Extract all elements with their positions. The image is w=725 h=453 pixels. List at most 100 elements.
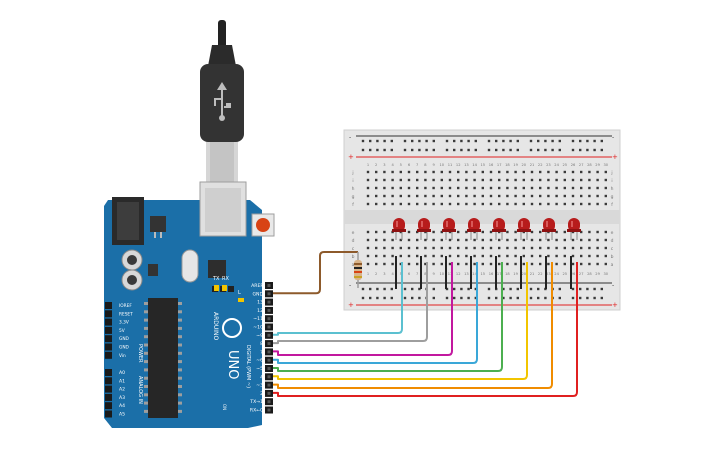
power-pin[interactable] <box>105 343 112 351</box>
column-number: 29 <box>595 163 600 167</box>
row-letter: f <box>352 202 354 208</box>
power-pin[interactable] <box>105 335 112 343</box>
row-letter: g <box>352 195 355 200</box>
row-letter: h <box>352 186 355 192</box>
analog-pin[interactable] <box>105 377 112 385</box>
rail-minus-label: - <box>612 282 614 289</box>
row-letter: g <box>611 195 614 200</box>
analog-pin[interactable] <box>105 369 112 376</box>
arduino-pcb <box>104 200 262 428</box>
wire-pin-9[interactable] <box>273 262 403 336</box>
column-number: 2 <box>375 163 377 167</box>
column-number: 22 <box>538 163 543 167</box>
column-number: 17 <box>497 272 502 276</box>
digital-pin-label: 12 <box>257 308 263 314</box>
rail-minus-label: - <box>349 282 351 289</box>
column-number: 21 <box>530 272 535 276</box>
row-letter: e <box>352 231 355 236</box>
digital-pin-label: ~6 <box>256 358 263 364</box>
tx-label: TX <box>212 276 220 282</box>
power-pin[interactable] <box>105 326 112 334</box>
column-number: 25 <box>563 272 568 276</box>
analog-pin-label: A3 <box>119 395 125 401</box>
column-number: 9 <box>432 272 435 276</box>
column-number: 12 <box>456 272 461 276</box>
analog-pin[interactable] <box>105 393 112 401</box>
column-number: 28 <box>587 163 592 167</box>
column-number: 25 <box>563 163 568 167</box>
column-number: 28 <box>587 272 592 276</box>
analog-pin-label: A2 <box>119 387 125 393</box>
digital-pin-label: RX←0 <box>250 408 263 414</box>
wire-pin-2[interactable] <box>273 262 578 397</box>
column-number: 16 <box>489 163 494 167</box>
power-pin[interactable] <box>105 302 112 309</box>
breadboard-jumpers <box>395 256 572 289</box>
column-number: 7 <box>416 163 418 167</box>
row-letter: e <box>611 231 614 236</box>
usb-cable-wire <box>218 20 226 48</box>
column-number: 5 <box>400 272 402 276</box>
wire-pin-3[interactable] <box>273 262 553 389</box>
column-number: 3 <box>383 163 385 167</box>
column-number: 23 <box>546 163 551 167</box>
column-number: 22 <box>538 272 543 276</box>
column-number: 21 <box>530 163 535 167</box>
model-label: UNO <box>225 350 240 379</box>
row-letter: i <box>611 178 612 184</box>
digital-pin-label: ~10 <box>253 325 263 331</box>
rail-plus-label: + <box>348 301 354 309</box>
column-number: 6 <box>408 272 411 276</box>
column-number: 15 <box>481 272 486 276</box>
row-letter: i <box>352 178 353 184</box>
row-letter: b <box>611 254 614 260</box>
column-number: 9 <box>432 163 435 167</box>
power-pin[interactable] <box>105 351 112 359</box>
column-number: 26 <box>571 163 576 167</box>
digital-pin-label: GND <box>252 291 263 297</box>
rail-minus-label: - <box>349 134 351 141</box>
wire-pin-4[interactable] <box>273 262 528 380</box>
analog-pin[interactable] <box>105 385 112 393</box>
analog-pin-label: A0 <box>119 370 125 376</box>
column-number: 7 <box>416 272 418 276</box>
rx-label: RX <box>222 276 229 282</box>
usb-strain-relief <box>208 45 236 66</box>
rail-plus-label: + <box>348 153 354 161</box>
column-number: 24 <box>554 163 559 167</box>
brand-label: ARDUINO <box>212 312 219 341</box>
column-number: 3 <box>383 272 385 276</box>
reset-button-cap[interactable] <box>256 218 270 232</box>
wire-gnd[interactable] <box>273 251 358 295</box>
wire-pin-7[interactable] <box>273 262 453 356</box>
digital-header-label: DIGITAL (PWM ~) <box>245 345 251 388</box>
power-pin-label: IOREF <box>119 303 132 309</box>
row-letter: f <box>611 202 613 208</box>
wire-pin-8[interactable] <box>273 262 428 345</box>
column-number: 24 <box>554 272 559 276</box>
column-number: 20 <box>522 163 527 167</box>
column-number: 6 <box>408 163 411 167</box>
analog-pin[interactable] <box>105 402 112 410</box>
rail-minus-label: - <box>612 134 614 141</box>
power-pin-label: RESET <box>119 311 133 317</box>
column-number: 8 <box>424 272 427 276</box>
row-letter: b <box>352 254 355 260</box>
digital-pin-label: 7 <box>260 349 263 355</box>
column-number: 30 <box>604 272 609 276</box>
atmega-chip <box>148 298 178 418</box>
wire-pin-5[interactable] <box>273 262 503 372</box>
analog-pin-label: A5 <box>119 412 125 418</box>
analog-pin[interactable] <box>105 410 112 418</box>
wires <box>273 251 578 397</box>
rail-plus-label: + <box>612 153 618 161</box>
usb-icon <box>214 82 231 121</box>
power-pin[interactable] <box>105 318 112 326</box>
power-pin-label: Vin <box>119 353 126 359</box>
column-number: 11 <box>448 163 453 167</box>
row-letter: j <box>351 170 353 176</box>
power-pin[interactable] <box>105 310 112 318</box>
wire-pin-6[interactable] <box>273 262 478 364</box>
